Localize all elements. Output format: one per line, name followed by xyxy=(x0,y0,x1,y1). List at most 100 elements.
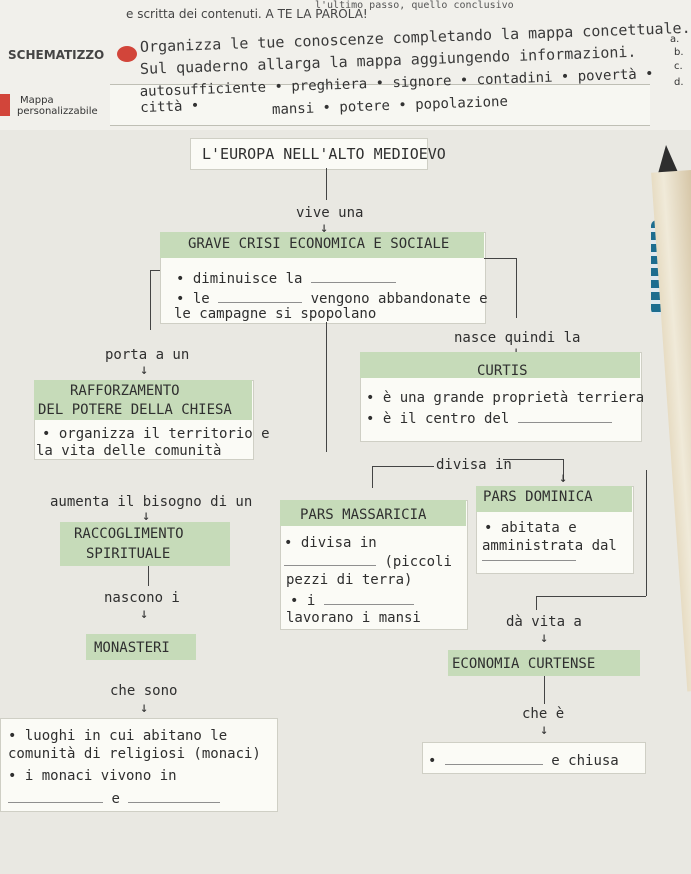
curtis-line-2-text: è il centro del xyxy=(382,411,510,427)
monasteri-def-line-1: • luoghi in cui abitano le xyxy=(8,728,228,744)
connector xyxy=(150,270,151,330)
dominica-line-1: • abitata e xyxy=(484,520,577,536)
map-label-2: personalizzabile xyxy=(17,106,98,117)
continuation-text: l'ultimo passo, quello conclusivo xyxy=(315,0,514,11)
word-bank-box xyxy=(110,84,650,126)
activity-label: SCHEMATIZZO xyxy=(8,48,105,62)
economia-def-box xyxy=(422,742,646,774)
pencil-icon xyxy=(651,170,691,692)
arrow-down-icon: ↓ xyxy=(540,630,549,646)
title-box xyxy=(190,138,428,170)
rafforzamento-title-1: RAFFORZAMENTO xyxy=(70,383,180,399)
connector xyxy=(484,258,516,259)
side-letter-b: b. xyxy=(674,47,684,58)
economia-def-text: e chiusa xyxy=(551,753,619,769)
monasteri-def-line-1-text: luoghi in cui abitano le xyxy=(24,728,228,744)
crisi-line-2a: le xyxy=(192,291,210,307)
map-label-1: Mappa xyxy=(20,95,54,106)
arrow-down-icon: ↓ xyxy=(140,606,149,622)
rafforzamento-line-1-text: organizza il territorio e xyxy=(58,426,270,442)
raccoglimento-title-2: SPIRITUALE xyxy=(86,546,171,562)
crisi-line-2b: vengono abbandonate e xyxy=(310,291,488,307)
crisi-line-1: • diminuisce la xyxy=(176,270,396,287)
rafforzamento-header xyxy=(34,380,252,420)
massaricia-header xyxy=(280,500,466,526)
crisi-line-1-text: diminuisce la xyxy=(192,271,303,287)
massaricia-line-1: • divisa in xyxy=(284,535,377,551)
massaricia-line-4: • i xyxy=(290,592,414,609)
blank-field[interactable] xyxy=(310,270,396,283)
side-letter-c: c. xyxy=(674,61,683,72)
raccoglimento-box xyxy=(60,522,230,566)
connector xyxy=(544,676,545,704)
label-vive-una: vive una xyxy=(296,205,364,221)
blank-field[interactable] xyxy=(444,752,543,765)
massaricia-line-2-text: (piccoli xyxy=(384,554,452,570)
dominica-line-2: amministrata dal xyxy=(482,538,617,554)
blank-field[interactable] xyxy=(284,553,376,566)
crisi-header xyxy=(160,232,484,258)
curtis-line-1-text: è una grande proprietà terriera xyxy=(382,390,645,406)
label-porta-a-un: porta a un xyxy=(105,347,190,363)
blank-field[interactable] xyxy=(218,290,303,303)
label-che-e: che è xyxy=(522,706,565,722)
connector xyxy=(503,459,563,460)
curtis-header xyxy=(360,352,640,378)
monasteri-def-line-2: comunità di religiosi (monaci) xyxy=(8,746,261,762)
arrow-down-icon: ↓ xyxy=(140,700,149,716)
economia-box xyxy=(448,650,640,676)
connector xyxy=(646,470,647,596)
dominica-title: PARS DOMINICA xyxy=(483,489,593,505)
curtis-line-2: • è il centro del xyxy=(366,410,612,427)
monasteri-title: MONASTERI xyxy=(94,640,170,656)
blank-field[interactable] xyxy=(128,790,221,803)
connector xyxy=(326,322,327,452)
massaricia-line-3: pezzi di terra) xyxy=(286,572,413,588)
blank-field[interactable] xyxy=(482,560,576,561)
connector xyxy=(148,566,149,586)
massaricia-line-4-text: i xyxy=(306,593,316,609)
label-da-vita-a: dà vita a xyxy=(506,614,582,630)
connector xyxy=(536,596,646,597)
label-nasce-quindi: nasce quindi la xyxy=(454,330,581,346)
dominica-header xyxy=(476,486,632,512)
crisi-line-3: le campagne si spopolano xyxy=(174,306,377,322)
connector xyxy=(150,270,160,271)
label-che-sono: che sono xyxy=(110,683,178,699)
side-letter-d: d. xyxy=(674,77,684,88)
curtis-line-1: • è una grande proprietà terriera xyxy=(366,390,645,406)
rafforzamento-title-2: DEL POTERE DELLA CHIESA xyxy=(38,402,232,418)
arrow-down-icon: ↓ xyxy=(559,470,568,486)
monasteri-def-box xyxy=(0,718,278,812)
blank-field[interactable] xyxy=(517,410,612,423)
economia-def-line: • e chiusa xyxy=(428,752,619,769)
connector xyxy=(536,596,537,610)
map-marker-icon xyxy=(0,94,10,116)
crisi-line-2: • le vengono abbandonate e xyxy=(176,290,488,307)
map-title: L'EUROPA NELL'ALTO MEDIOEVO xyxy=(202,145,446,163)
blank-field[interactable] xyxy=(323,592,414,605)
arrow-down-icon: ↓ xyxy=(140,362,149,378)
connector xyxy=(326,168,327,200)
label-aumenta: aumenta il bisogno di un xyxy=(50,494,253,510)
page-subtitle: e scritta dei contenuti. A TE LA PAROLA! xyxy=(126,7,368,21)
label-divisa-in: divisa in xyxy=(436,457,512,473)
arrow-down-icon: ↓ xyxy=(142,508,151,524)
massaricia-line-2: (piccoli xyxy=(284,553,452,570)
connector xyxy=(516,258,517,318)
label-nascono-i: nascono i xyxy=(104,590,180,606)
connector xyxy=(372,466,373,488)
massaricia-line-1-text: divisa in xyxy=(300,535,377,551)
massaricia-title: PARS MASSARICIA xyxy=(300,507,427,523)
blank-field[interactable] xyxy=(8,790,103,803)
massaricia-line-5: lavorano i mansi xyxy=(286,610,421,626)
pencil-tip-icon xyxy=(656,144,678,174)
monasteri-def-line-3: • i monaci vivono in xyxy=(8,768,177,784)
rafforzamento-line-2: la vita delle comunità xyxy=(36,443,222,459)
dominica-line-1-text: abitata e xyxy=(500,520,577,536)
activity-number-icon xyxy=(117,46,137,62)
side-letter-a: a. xyxy=(670,34,680,45)
arrow-down-icon: ↓ xyxy=(320,220,329,236)
monasteri-def-line-4: e xyxy=(8,790,221,807)
connector xyxy=(372,466,434,467)
